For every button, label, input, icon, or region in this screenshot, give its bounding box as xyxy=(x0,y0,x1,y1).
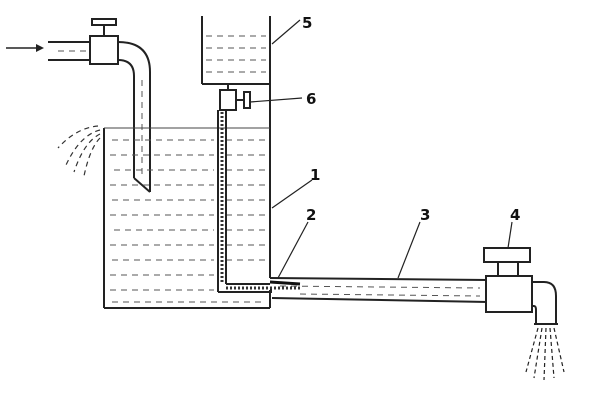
dye-valve xyxy=(219,84,251,111)
inlet-pipe xyxy=(48,41,92,61)
callout-label-4: 4 xyxy=(510,206,520,224)
inlet-arrow-icon xyxy=(6,44,44,52)
inlet-valve xyxy=(89,18,119,65)
callout-leaders xyxy=(249,19,513,279)
callout-label-5: 5 xyxy=(302,14,312,32)
glass-test-tube xyxy=(269,277,489,303)
dye-reservoir xyxy=(201,16,271,85)
tank-water xyxy=(110,139,266,303)
callout-label-3: 3 xyxy=(420,206,430,224)
overflow-spray xyxy=(57,125,101,177)
inlet-downpipe xyxy=(117,41,151,193)
dye-injection-tube xyxy=(217,110,300,293)
callout-label-6: 6 xyxy=(306,90,316,108)
outlet-valve xyxy=(483,247,558,325)
callout-label-2: 2 xyxy=(306,206,316,224)
callout-label-1: 1 xyxy=(310,166,320,184)
outlet-spray xyxy=(525,327,565,381)
